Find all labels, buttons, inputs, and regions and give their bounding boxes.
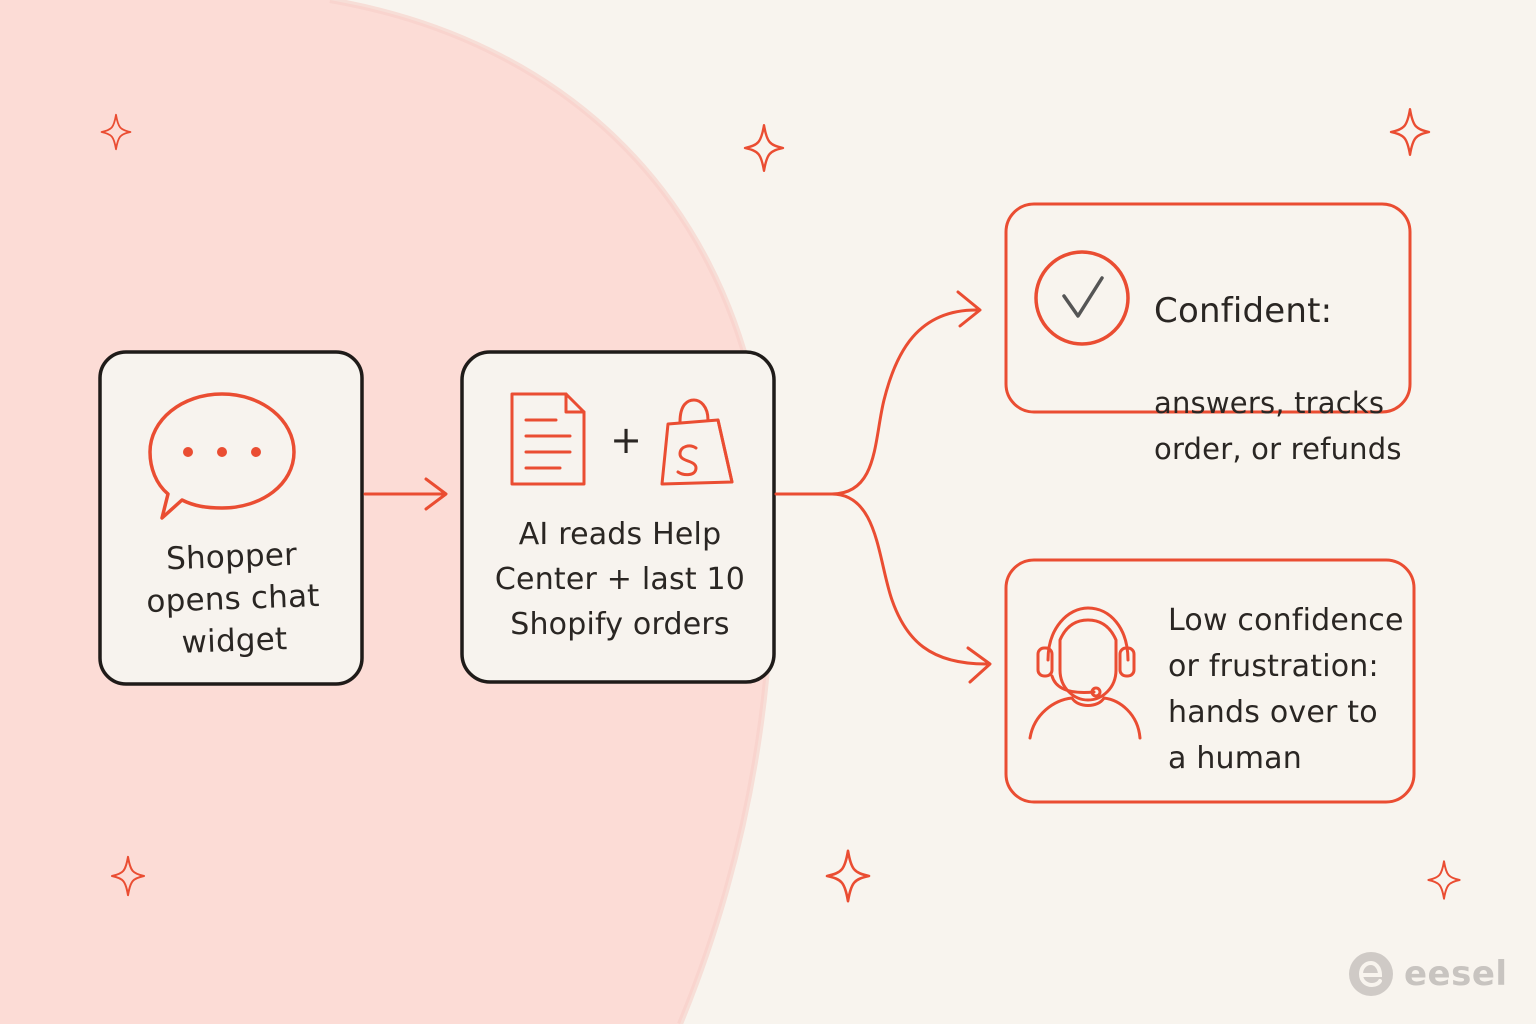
- eesel-logo-icon: [1349, 952, 1393, 996]
- shopify-bag-icon: [660, 398, 734, 486]
- sparkle-icon: [825, 849, 871, 903]
- sparkle-icon: [100, 113, 132, 151]
- shopper-node-label: Shopper opens chat widget: [145, 536, 321, 661]
- confident-node-title: Confident:: [1154, 291, 1333, 331]
- sparkle-icon: [1427, 860, 1461, 900]
- shopper-box: [98, 350, 364, 686]
- pink-blob-shape: [0, 0, 772, 1024]
- checkmark-circle-icon: [1034, 250, 1130, 346]
- plus-sign: +: [610, 418, 642, 462]
- chat-bubble-icon: [148, 392, 296, 520]
- confident-node-text: Confident: answers, tracks order, or ref…: [1154, 242, 1414, 518]
- document-icon: [510, 392, 586, 486]
- confident-node-label: answers, tracks order, or refunds: [1154, 386, 1402, 466]
- brand-logo: eesel: [1348, 948, 1508, 1000]
- branch-connector: [774, 290, 992, 684]
- sparkle-icon: [110, 855, 146, 897]
- sparkle-icon: [743, 124, 785, 172]
- confident-box: [1004, 202, 1412, 414]
- arrow-shopper-to-ai: [363, 477, 448, 511]
- ai-node-label: AI reads Help Center + last 10 Shopify o…: [494, 517, 746, 642]
- low-confidence-node-label: Low confidence or frustration: hands ove…: [1168, 603, 1404, 776]
- low-confidence-box: [1004, 558, 1416, 804]
- support-agent-headset-icon: [1028, 606, 1142, 740]
- sparkle-icon: [1389, 108, 1431, 156]
- brand-name: eesel: [1404, 954, 1508, 994]
